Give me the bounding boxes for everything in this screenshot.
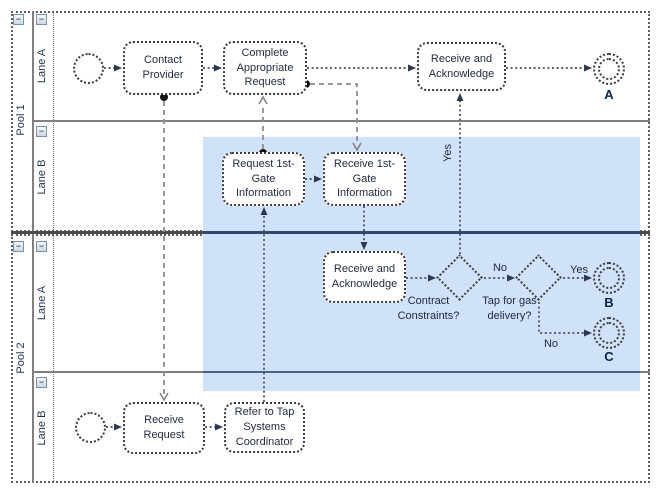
gateway-tap-for-gas-delivery-label: Tap for gas delivery?	[482, 295, 537, 322]
end-event-b-inner	[598, 267, 620, 289]
task-receive-and-acknowledge-pool2[interactable]: Receive and Acknowledge	[323, 251, 406, 303]
task-receive-and-acknowledge-pool1[interactable]: Receive and Acknowledge	[417, 42, 506, 91]
end-event-a[interactable]	[593, 53, 625, 85]
pool-2-header-divider	[32, 234, 34, 483]
end-event-c-inner	[598, 322, 620, 344]
end-event-b[interactable]	[593, 262, 625, 294]
flow-label-gateway2-no: No	[544, 338, 558, 350]
end-event-c[interactable]	[593, 317, 625, 349]
sequence-flows	[104, 67, 584, 428]
pool-boundary-highlighted	[203, 231, 640, 234]
collapse-icon[interactable]: −	[36, 241, 47, 252]
task-refer-to-tap-systems-coordinator[interactable]: Refer to Tap Systems Coordinator	[224, 402, 305, 453]
pool-1-lane-a-label: Lane A	[36, 48, 48, 84]
task-contact-provider[interactable]: Contact Provider	[123, 41, 203, 95]
collapse-icon[interactable]: −	[36, 126, 47, 137]
pool-1-lane-divider	[33, 120, 650, 122]
message-flows	[163, 83, 358, 394]
pool-2-lane-divider-highlighted	[203, 371, 640, 373]
pool-1-label: Pool 1	[15, 104, 27, 136]
task-request-1st-gate-information[interactable]: Request 1st-Gate Information	[222, 152, 305, 206]
pool-2-lane-a-label: Lane A	[36, 285, 48, 321]
task-receive-1st-gate-information[interactable]: Receive 1st-Gate Information	[323, 152, 406, 206]
pool-2-label: Pool 2	[15, 342, 27, 374]
pool-2-lane-b-label: Lane B	[36, 410, 48, 446]
start-event-pool2[interactable]	[75, 412, 106, 443]
flow-label-gateway1-yes: Yes	[442, 144, 454, 162]
pool-2-lane-header-divider	[53, 234, 54, 483]
flow-label-gateway2-yes: Yes	[570, 264, 588, 276]
flow-label-gateway1-no: No	[493, 262, 507, 274]
pool-1-lane-b-label: Lane B	[36, 159, 48, 195]
msg-complete-to-receive-gate	[310, 83, 358, 142]
task-complete-appropriate-request[interactable]: Complete Appropriate Request	[223, 41, 307, 95]
gateway-contract-constraints-label: Contract Constraints?	[397, 295, 460, 322]
sequence-arrowheads	[114, 64, 592, 431]
task-receive-request[interactable]: Receive Request	[123, 402, 205, 454]
end-event-c-label: C	[604, 349, 614, 364]
end-event-a-label: A	[604, 87, 614, 102]
flow-gateway2-no	[538, 302, 584, 334]
start-event-pool1[interactable]	[73, 53, 104, 84]
collapse-icon[interactable]: −	[13, 14, 24, 25]
end-event-a-inner	[598, 58, 620, 80]
collapse-icon[interactable]: −	[36, 14, 47, 25]
message-arrowheads	[159, 95, 362, 402]
collapse-icon[interactable]: −	[36, 377, 47, 388]
end-event-b-label: B	[604, 295, 614, 310]
collapse-icon[interactable]: −	[13, 241, 24, 252]
